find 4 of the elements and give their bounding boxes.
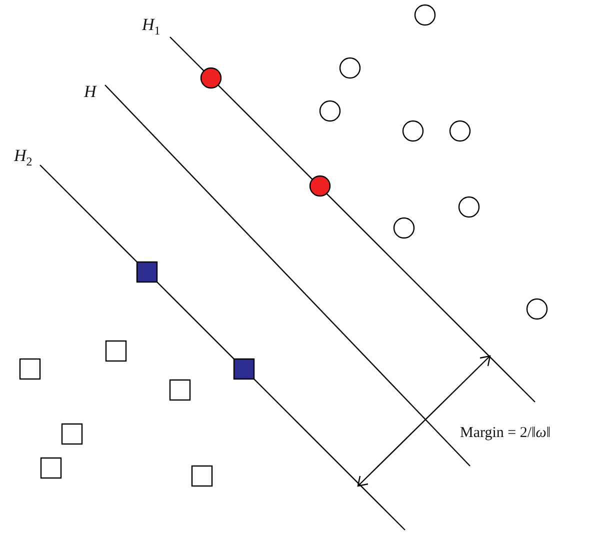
- hyperplane-label: H$_{2}$: [14, 147, 32, 168]
- margin-formula: Margin = 2/‖ω‖: [460, 426, 551, 441]
- hyperplane-label: H$_{1}$: [142, 16, 160, 36]
- hyperplane-label: H: [84, 83, 96, 100]
